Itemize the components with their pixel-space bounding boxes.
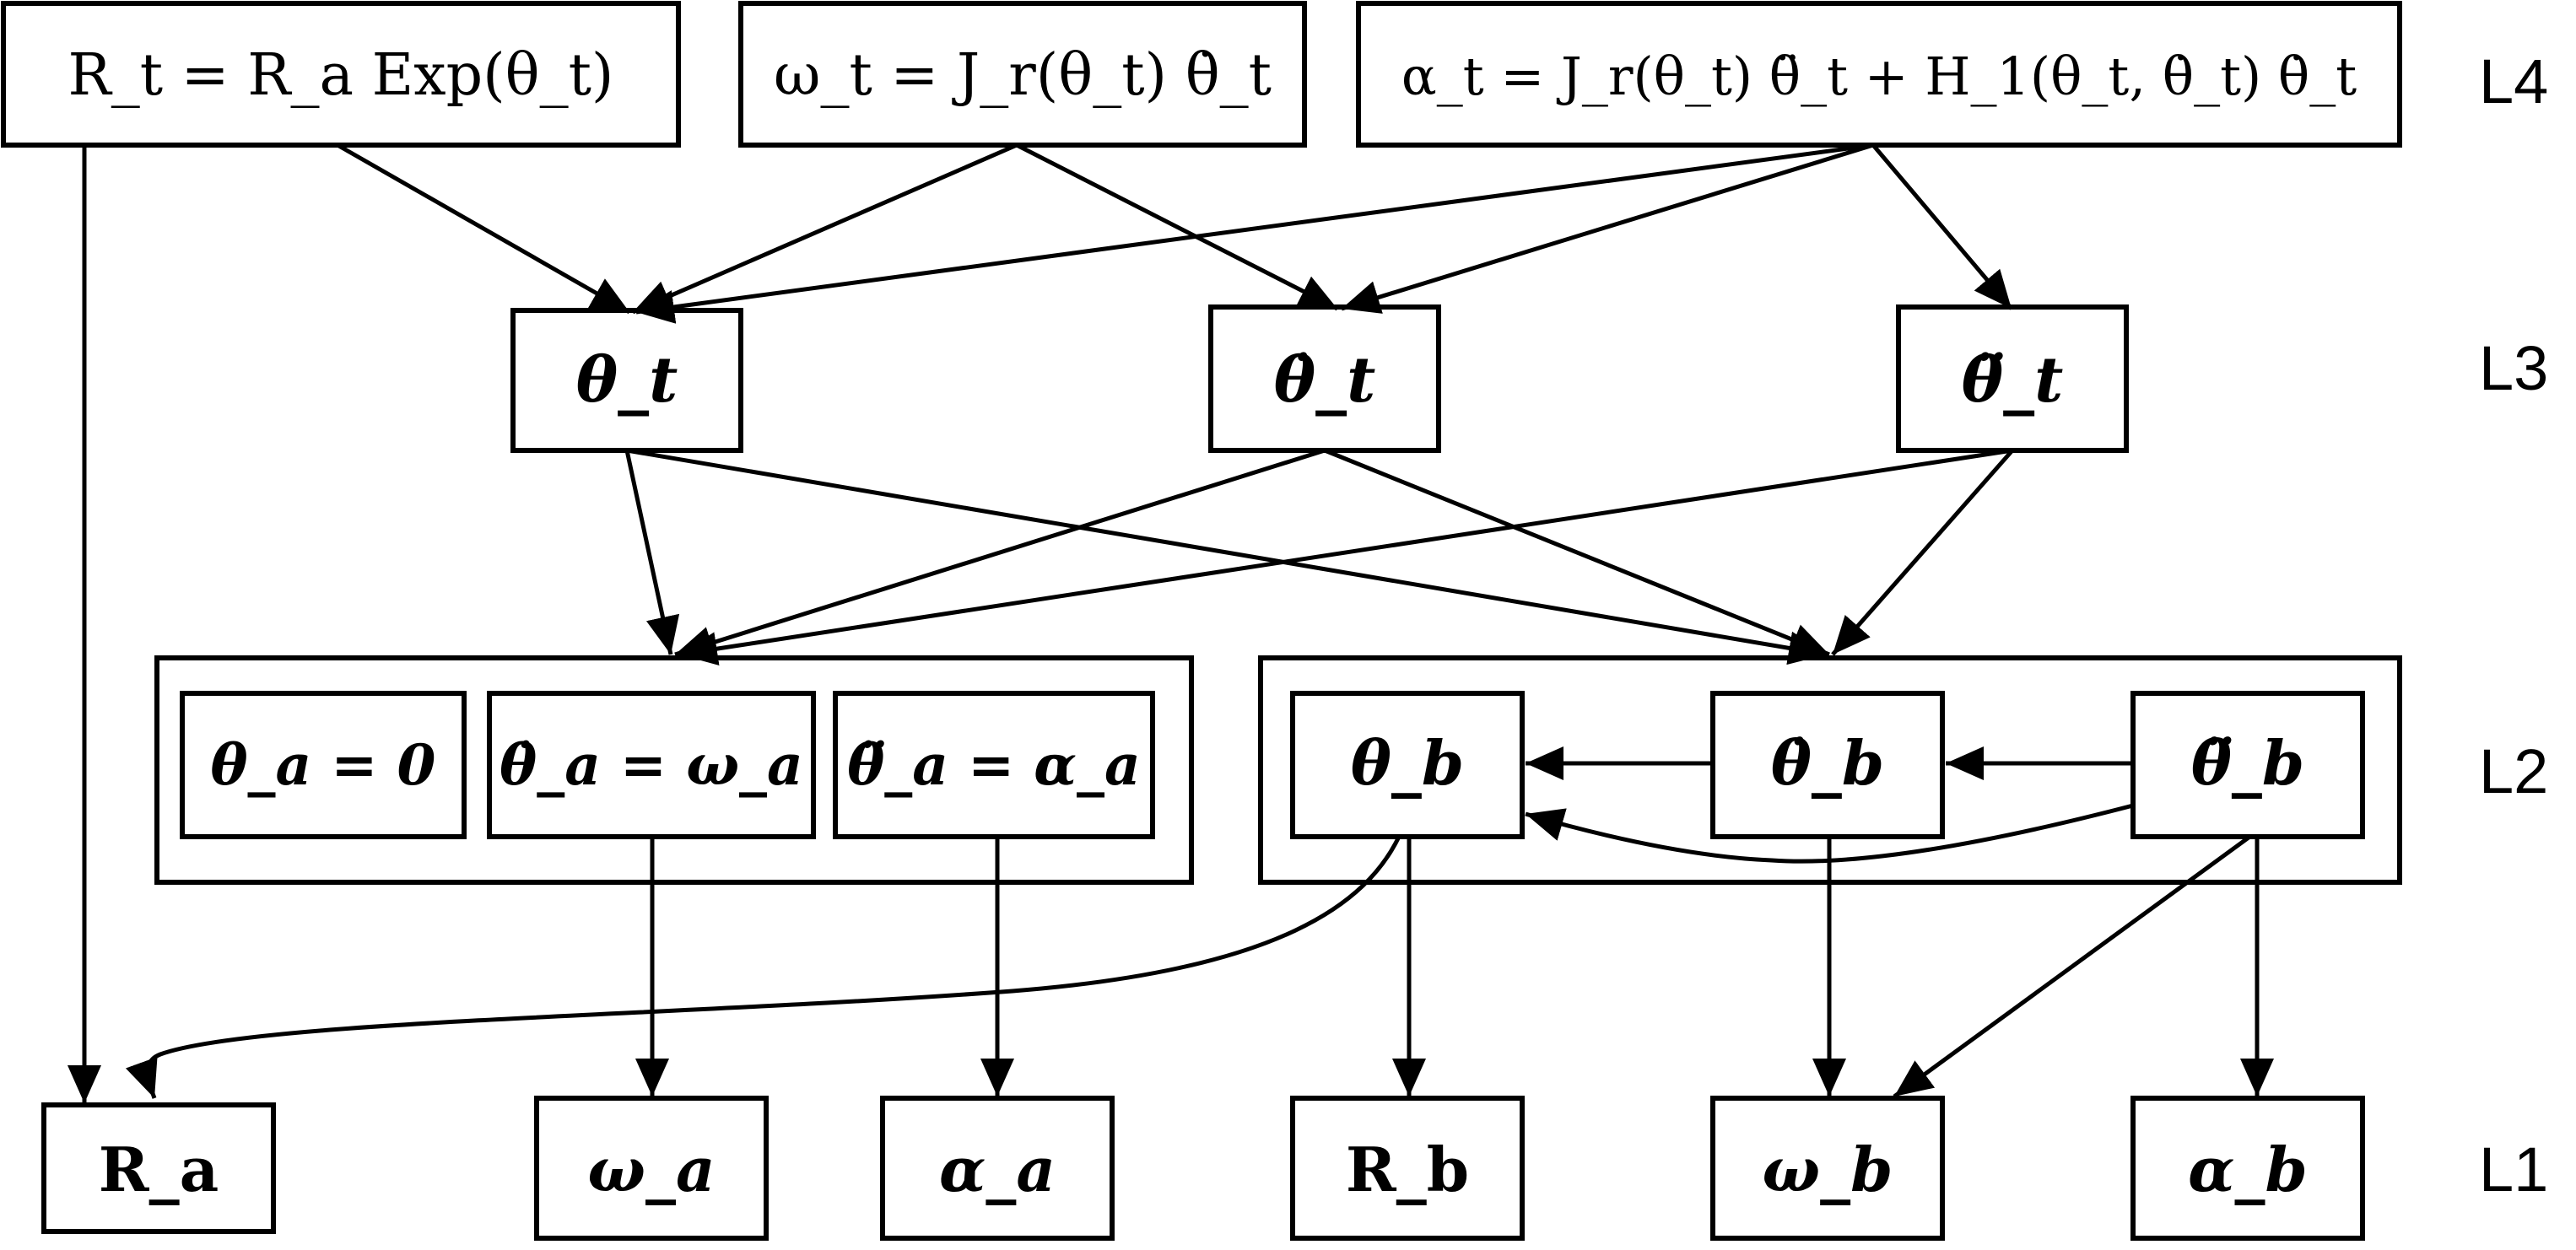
node-theta-ddot-a-box (833, 691, 1155, 839)
edge-rotation-to-theta (336, 143, 631, 315)
edge-angvel-to-theta (632, 143, 1018, 315)
node-omega-a: ω_a (587, 1134, 715, 1205)
edge-theta-ddot-b-to-theta-b (1525, 803, 2134, 864)
edge-angacc-to-theta (635, 143, 1874, 324)
node-angular-velocity: ω_t = J_r(θ_t) θ̇_t (774, 42, 1272, 109)
node-theta-ddot-t-box (1896, 304, 2129, 453)
node-theta-t: θ_t (576, 344, 678, 417)
edge-theta-ddot-to-group-b (1831, 449, 2014, 656)
node-alpha-b-box (2130, 1096, 2365, 1241)
node-theta-ddot-b: θ̈_b (2191, 727, 2304, 799)
level-label-l2: L2 (2479, 736, 2548, 806)
node-omega-b: ω_b (1763, 1134, 1893, 1205)
edge-theta-ddot-b-to-omega-b (1893, 835, 2250, 1099)
edge-theta-dot-to-group-b (1324, 448, 1830, 657)
node-alpha-a: α_a (939, 1134, 1056, 1205)
edge-theta-to-group-b (626, 448, 1828, 665)
node-omega-a-box (534, 1096, 769, 1241)
node-theta-dot-t: θ̇_t (1274, 344, 1376, 417)
node-angular-velocity-box (738, 1, 1307, 148)
edge-angacc-to-theta-dot (1341, 143, 1874, 314)
node-theta-ddot-a: θ̈_a = α_a (847, 732, 1141, 798)
level-label-l3: L3 (2479, 333, 2548, 403)
node-theta-ddot-b-box (2130, 691, 2365, 839)
level-label-l1: L1 (2479, 1134, 2548, 1204)
group-b-container (1258, 655, 2402, 885)
node-angular-acceleration-box (1356, 1, 2402, 148)
node-theta-a-box (180, 691, 467, 839)
node-R-a: R_a (99, 1134, 219, 1205)
group-a-container (154, 655, 1194, 885)
node-alpha-b: α_b (2188, 1134, 2308, 1205)
node-R-b: R_b (1346, 1134, 1469, 1205)
node-angular-acceleration: α_t = J_r(θ_t) θ̈_t + H_1(θ_t, θ̇_t) θ̇_… (1401, 46, 2357, 107)
node-theta-b: θ_b (1351, 727, 1464, 799)
node-rotation-box (1, 1, 681, 148)
edge-theta-dot-to-group-a (674, 448, 1326, 660)
node-theta-dot-b: θ̇_b (1771, 727, 1884, 799)
edge-angacc-to-theta-ddot (1871, 143, 2013, 310)
edge-angvel-to-theta-dot (1015, 143, 1339, 311)
edge-theta-b-to-R-a (125, 835, 1401, 1099)
node-alpha-a-box (880, 1096, 1115, 1241)
edge-theta-ddot-to-group-a (678, 448, 2013, 665)
node-theta-a: θ_a = 0 (211, 732, 436, 798)
node-theta-dot-a-box (487, 691, 816, 839)
node-theta-ddot-t: θ̈_t (1962, 344, 2064, 417)
node-omega-b-box (1710, 1096, 1945, 1241)
node-R-a-box (41, 1102, 276, 1234)
node-theta-t-box (510, 308, 743, 453)
node-theta-dot-t-box (1208, 304, 1441, 453)
node-rotation: R_t = R_a Exp(θ_t) (68, 42, 614, 109)
level-label-l4: L4 (2479, 46, 2548, 116)
edges (68, 143, 2274, 1103)
node-theta-dot-b-box (1710, 691, 1945, 839)
node-theta-b-box (1290, 691, 1525, 839)
node-R-b-box (1290, 1096, 1525, 1241)
edge-theta-to-group-a (624, 450, 680, 655)
node-theta-dot-a: θ̇_a = ω_a (500, 732, 803, 798)
